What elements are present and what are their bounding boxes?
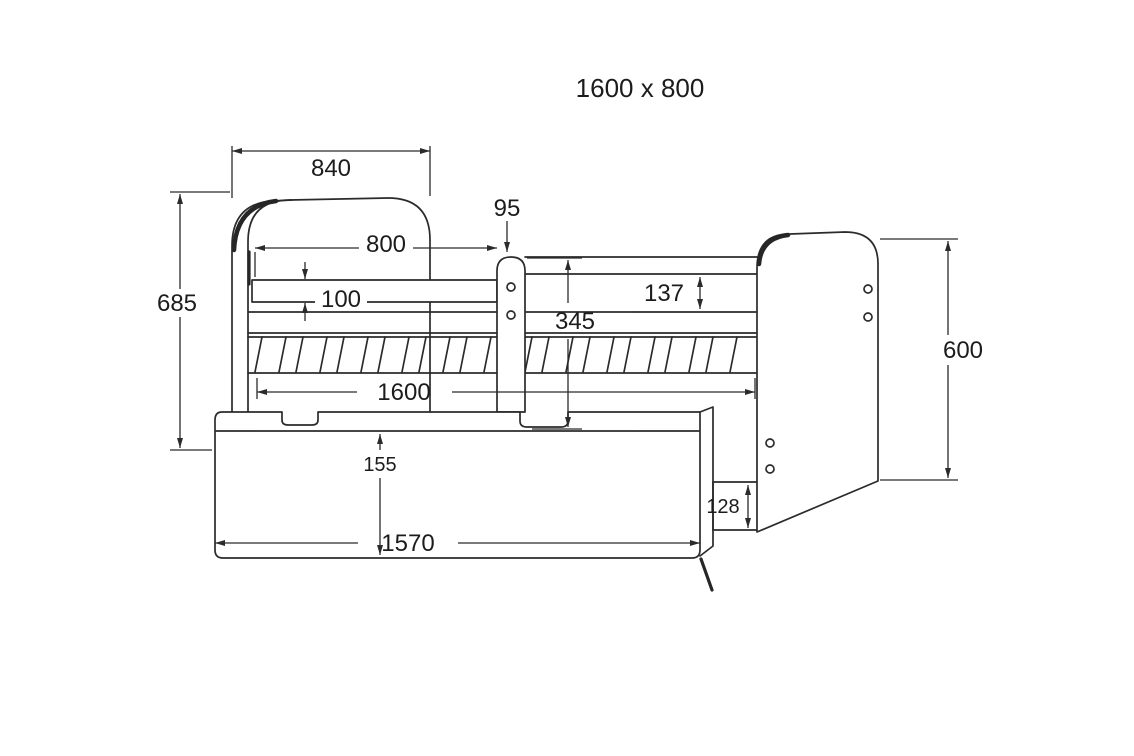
drawer [214,406,714,592]
dim-840-extensions [231,146,431,198]
footboard-outline [756,231,879,533]
dimension-137: 137 [644,277,703,309]
dimension-345: 345 [527,257,595,430]
dim-600-extensions [880,238,958,481]
dim-label-155: 155 [363,454,396,476]
dim-label-685: 685 [157,290,197,317]
dim-label-600: 600 [943,337,983,364]
dim-label-1570: 1570 [381,530,434,557]
dim-label-345: 345 [555,308,595,335]
slat-edges [254,336,738,373]
dimension-100: 100 [302,262,367,321]
dim-1600-extensions [256,378,756,399]
dimension-155: 155 [363,434,397,555]
dimension-600: 600 [880,238,983,481]
dimension-840: 840 [231,146,431,198]
headboard-edge-shading [231,198,279,253]
dimension-1570: 1570 [215,530,700,557]
support-post [496,256,526,413]
footboard-edge-shading [756,232,791,267]
drawer-side-edge [699,406,714,557]
dim-label-1600: 1600 [377,379,430,406]
drawer-corner-shading [699,557,714,592]
headboard [231,197,431,413]
post-hole-bottom [506,310,516,320]
footboard-hole-4 [765,464,775,474]
drawing-title: 1600 x 800 [576,73,705,103]
dim-label-800: 800 [366,231,406,258]
dimension-800: 800 [254,231,497,277]
dim-685-extensions [170,191,230,451]
dimension-1600: 1600 [256,378,756,406]
footboard-hole-1 [863,284,873,294]
dim-label-137: 137 [644,280,684,307]
post-hole-top [506,282,516,292]
dim-100-label-bg [315,284,367,310]
dim-label-100: 100 [321,286,361,313]
dimension-95: 95 [494,195,521,252]
dim-label-95: 95 [494,195,521,222]
headboard-outline [247,197,431,413]
dim-345-extensions [527,257,582,430]
footboard-hole-2 [863,312,873,322]
support-post-outline [496,256,526,413]
guard-rail-board [251,279,498,303]
upper-rail [524,256,761,275]
dimension-685: 685 [157,191,230,451]
drawer-front [214,411,701,559]
footboard-hole-3 [765,438,775,448]
dimension-128: 128 [706,485,751,528]
dim-label-128: 128 [706,496,739,518]
footboard [756,231,879,533]
dim-label-840: 840 [311,155,351,182]
